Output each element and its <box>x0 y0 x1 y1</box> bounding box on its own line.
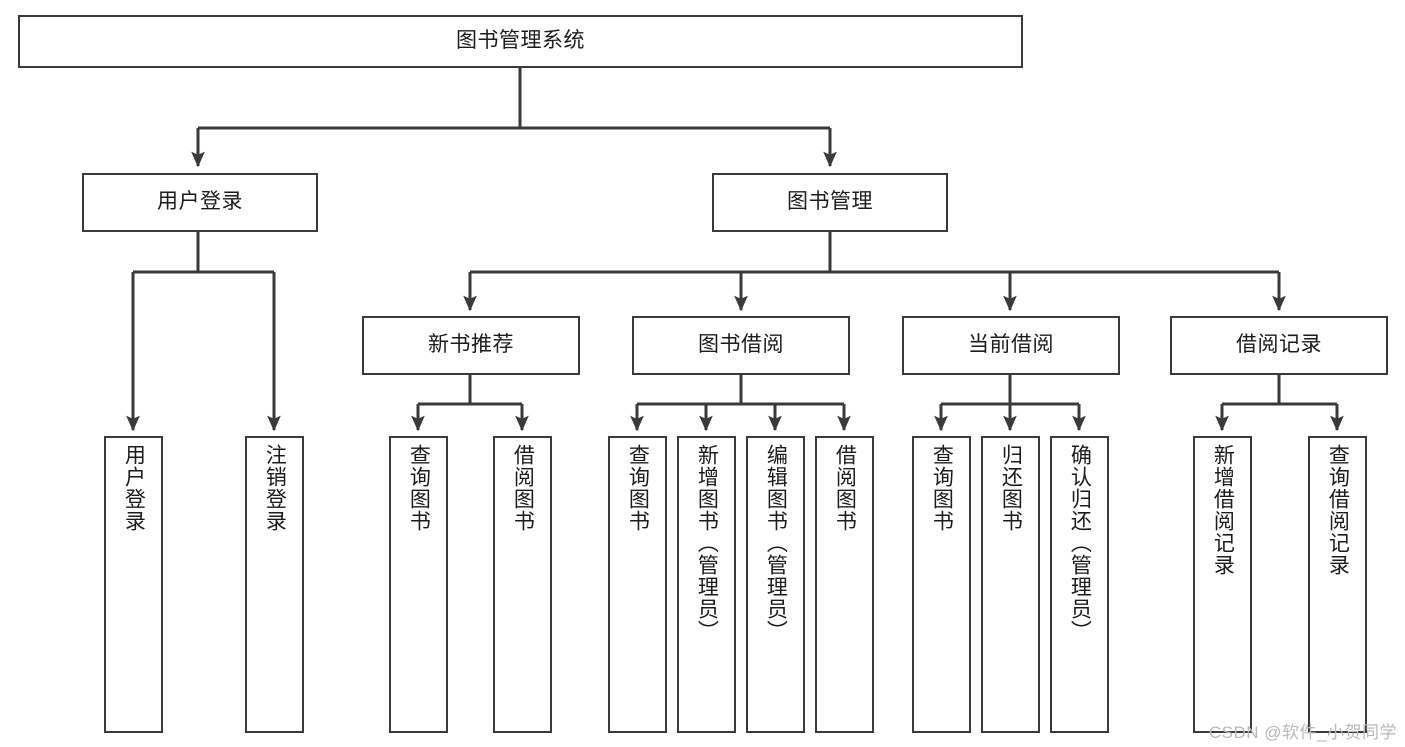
leaf-query-book-1[interactable]: 查询图书 <box>389 436 448 733</box>
leaf-add-record[interactable]: 新增借阅记录 <box>1193 436 1252 733</box>
leaf-add-book[interactable]: 新增图书（管理员） <box>677 436 736 733</box>
leaf-query-record-label: 查询借阅记录 <box>1326 444 1350 576</box>
node-book-borrow[interactable]: 图书借阅 <box>632 316 850 375</box>
watermark-text: CSDN @软件_小贺同学 <box>1208 723 1397 742</box>
node-user-login[interactable]: 用户登录 <box>82 173 318 232</box>
node-current-borrow[interactable]: 当前借阅 <box>902 316 1120 375</box>
leaf-borrow-book-1[interactable]: 借阅图书 <box>493 436 552 733</box>
leaf-logout-login[interactable]: 注销登录 <box>245 436 304 733</box>
leaf-add-record-label: 新增借阅记录 <box>1211 444 1235 576</box>
node-current-borrow-label: 当前借阅 <box>968 333 1054 357</box>
leaf-user-login-label: 用户登录 <box>122 444 146 532</box>
leaf-borrow-book-2[interactable]: 借阅图书 <box>815 436 874 733</box>
node-user-login-label: 用户登录 <box>157 190 243 214</box>
leaf-query-book-1-label: 查询图书 <box>407 444 431 532</box>
leaf-query-book-3[interactable]: 查询图书 <box>912 436 971 733</box>
leaf-return-book[interactable]: 归还图书 <box>981 436 1040 733</box>
leaf-edit-book[interactable]: 编辑图书（管理员） <box>746 436 805 733</box>
node-borrow-record-label: 借阅记录 <box>1236 333 1322 357</box>
leaf-borrow-book-2-label: 借阅图书 <box>833 444 857 532</box>
leaf-add-book-label: 新增图书（管理员） <box>695 444 719 642</box>
node-book-manage[interactable]: 图书管理 <box>712 173 948 232</box>
leaf-logout-login-label: 注销登录 <box>263 444 287 532</box>
node-root[interactable]: 图书管理系统 <box>18 15 1023 68</box>
leaf-query-book-2[interactable]: 查询图书 <box>608 436 667 733</box>
node-book-manage-label: 图书管理 <box>787 190 873 214</box>
leaf-query-book-3-label: 查询图书 <box>930 444 954 532</box>
node-book-borrow-label: 图书借阅 <box>698 333 784 357</box>
leaf-query-book-2-label: 查询图书 <box>626 444 650 532</box>
leaf-return-book-label: 归还图书 <box>999 444 1023 532</box>
node-new-book-rec-label: 新书推荐 <box>428 333 514 357</box>
leaf-edit-book-label: 编辑图书（管理员） <box>764 444 788 642</box>
leaf-borrow-book-1-label: 借阅图书 <box>511 444 535 532</box>
leaf-query-record[interactable]: 查询借阅记录 <box>1308 436 1367 733</box>
leaf-user-login[interactable]: 用户登录 <box>104 436 163 733</box>
node-root-label: 图书管理系统 <box>456 29 585 53</box>
leaf-confirm-return-label: 确认归还（管理员） <box>1068 444 1092 642</box>
leaf-confirm-return[interactable]: 确认归还（管理员） <box>1050 436 1109 733</box>
node-new-book-rec[interactable]: 新书推荐 <box>362 316 580 375</box>
node-borrow-record[interactable]: 借阅记录 <box>1170 316 1388 375</box>
